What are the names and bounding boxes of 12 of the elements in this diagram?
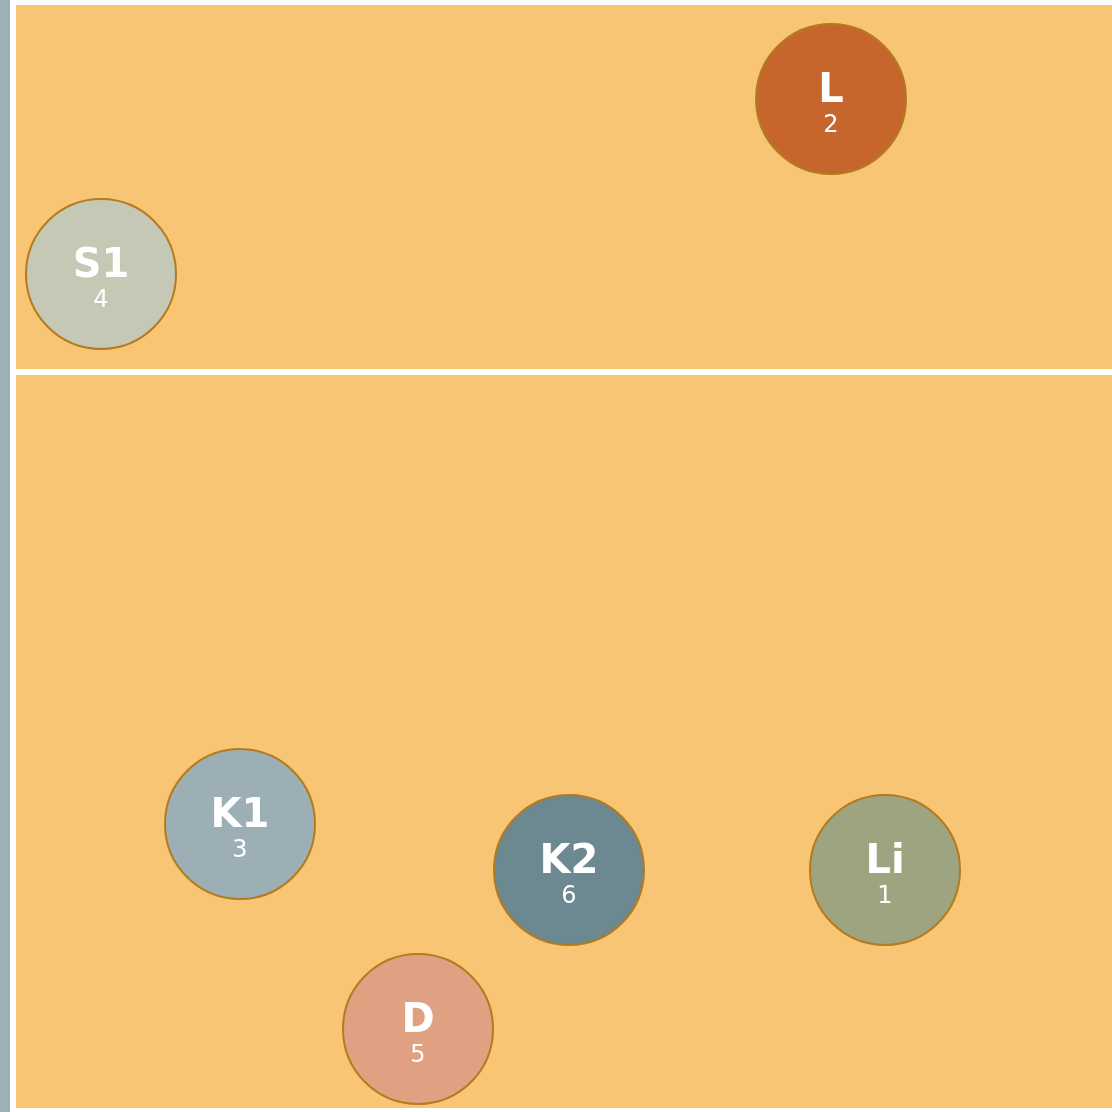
node-number: 2 [823,110,839,138]
node-label: S1 [72,241,130,285]
node-number: 6 [561,881,577,909]
node-number: 1 [877,881,893,909]
node-label: Li [865,837,905,881]
node-label: K1 [210,791,270,835]
node-number: 4 [93,285,109,313]
node-label: L [818,66,844,110]
node-label: D [401,996,435,1040]
node-number: 3 [232,835,248,863]
node-number: 5 [410,1040,426,1068]
node-label: K2 [539,837,599,881]
